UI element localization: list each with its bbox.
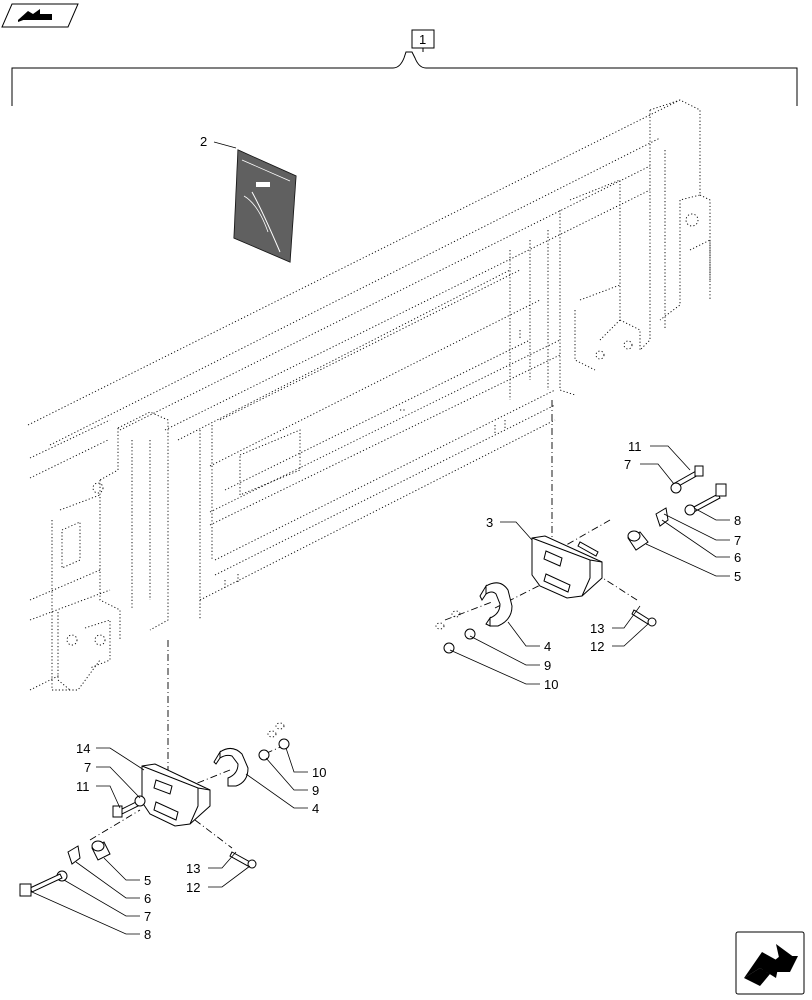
- left-mounting-bracket: [19, 722, 290, 897]
- callout-6: 6: [734, 550, 741, 565]
- callout-7: 7: [84, 760, 91, 775]
- callout-13: 13: [590, 621, 604, 636]
- right-mounting-bracket: [435, 465, 727, 654]
- callout-14: 14: [76, 741, 90, 756]
- callout-5: 5: [144, 873, 151, 888]
- operator-manual: [213, 141, 297, 263]
- callout-3: 3: [486, 515, 493, 530]
- assembly-number: 1: [419, 32, 426, 47]
- callout-10: 10: [312, 765, 326, 780]
- callout-9: 9: [544, 658, 551, 673]
- callout-8: 8: [734, 513, 741, 528]
- callout-5: 5: [734, 569, 741, 584]
- assembly-bracket: 1: [11, 29, 798, 106]
- navigate-next-arrow-icon[interactable]: [735, 931, 805, 995]
- callout-2: 2: [200, 134, 207, 149]
- callout-13: 13: [186, 861, 200, 876]
- callout-11: 11: [628, 439, 642, 454]
- callout-7: 7: [624, 457, 631, 472]
- callout-4: 4: [312, 801, 319, 816]
- callout-7: 7: [734, 533, 741, 548]
- callout-leader-lines: [31, 445, 730, 935]
- open-book-arrow-icon[interactable]: [1, 3, 79, 28]
- callout-9: 9: [312, 783, 319, 798]
- callout-12: 12: [186, 880, 200, 895]
- callout-4: 4: [544, 639, 551, 654]
- callout-numbers: 2 11 7 3 8 7 6 5 4 13 12 9 10 14 7 11 10…: [76, 134, 741, 942]
- callout-10: 10: [544, 677, 558, 692]
- callout-8: 8: [144, 927, 151, 942]
- callout-12: 12: [590, 639, 604, 654]
- header-frame: [27, 99, 711, 691]
- callout-11: 11: [76, 779, 90, 794]
- callout-7: 7: [144, 909, 151, 924]
- callout-6: 6: [144, 891, 151, 906]
